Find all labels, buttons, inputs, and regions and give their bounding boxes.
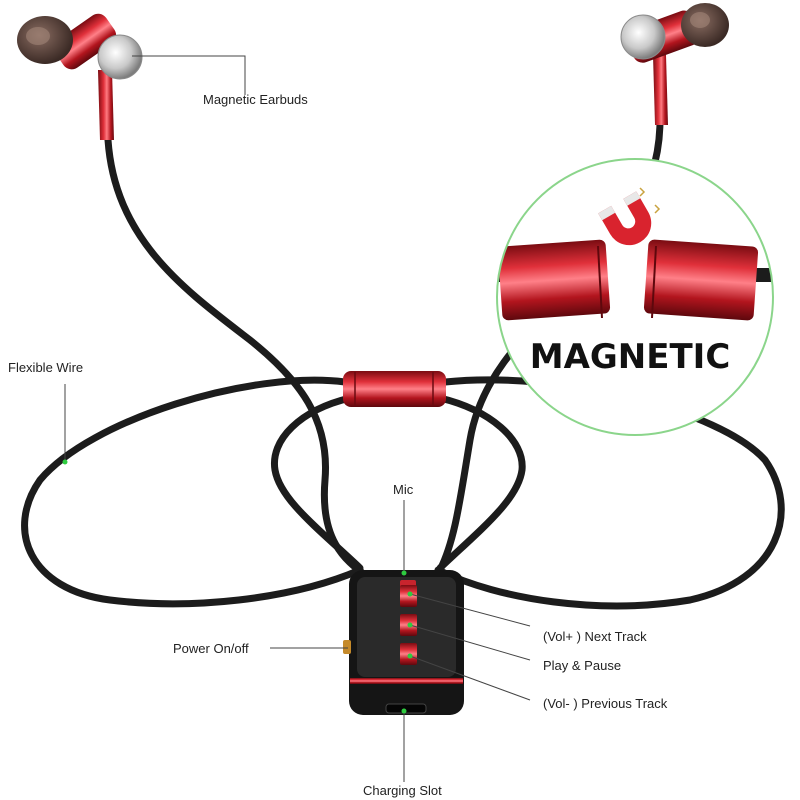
charging-port (385, 703, 427, 714)
vol-up-label: (Vol+ ) Next Track (543, 629, 647, 644)
magnetic-title: MAGNETIC (530, 337, 731, 377)
mic-label: Mic (393, 482, 414, 497)
flexible-wire-label: Flexible Wire (8, 360, 83, 375)
control-unit (343, 570, 464, 715)
left-earbud (17, 13, 143, 140)
vol-down-label: (Vol- ) Previous Track (543, 696, 668, 711)
callout-lines (62, 55, 531, 782)
charging-slot-label: Charging Slot (363, 783, 442, 798)
magnetic-inset: MAGNETIC (496, 158, 774, 436)
magnet-icon (598, 191, 652, 246)
cable-slider (343, 371, 446, 407)
power-label: Power On/off (173, 641, 249, 656)
magnetic-earbuds-label: Magnetic Earbuds (203, 92, 308, 107)
play-pause-label: Play & Pause (543, 658, 621, 673)
right-earbud (620, 3, 729, 125)
